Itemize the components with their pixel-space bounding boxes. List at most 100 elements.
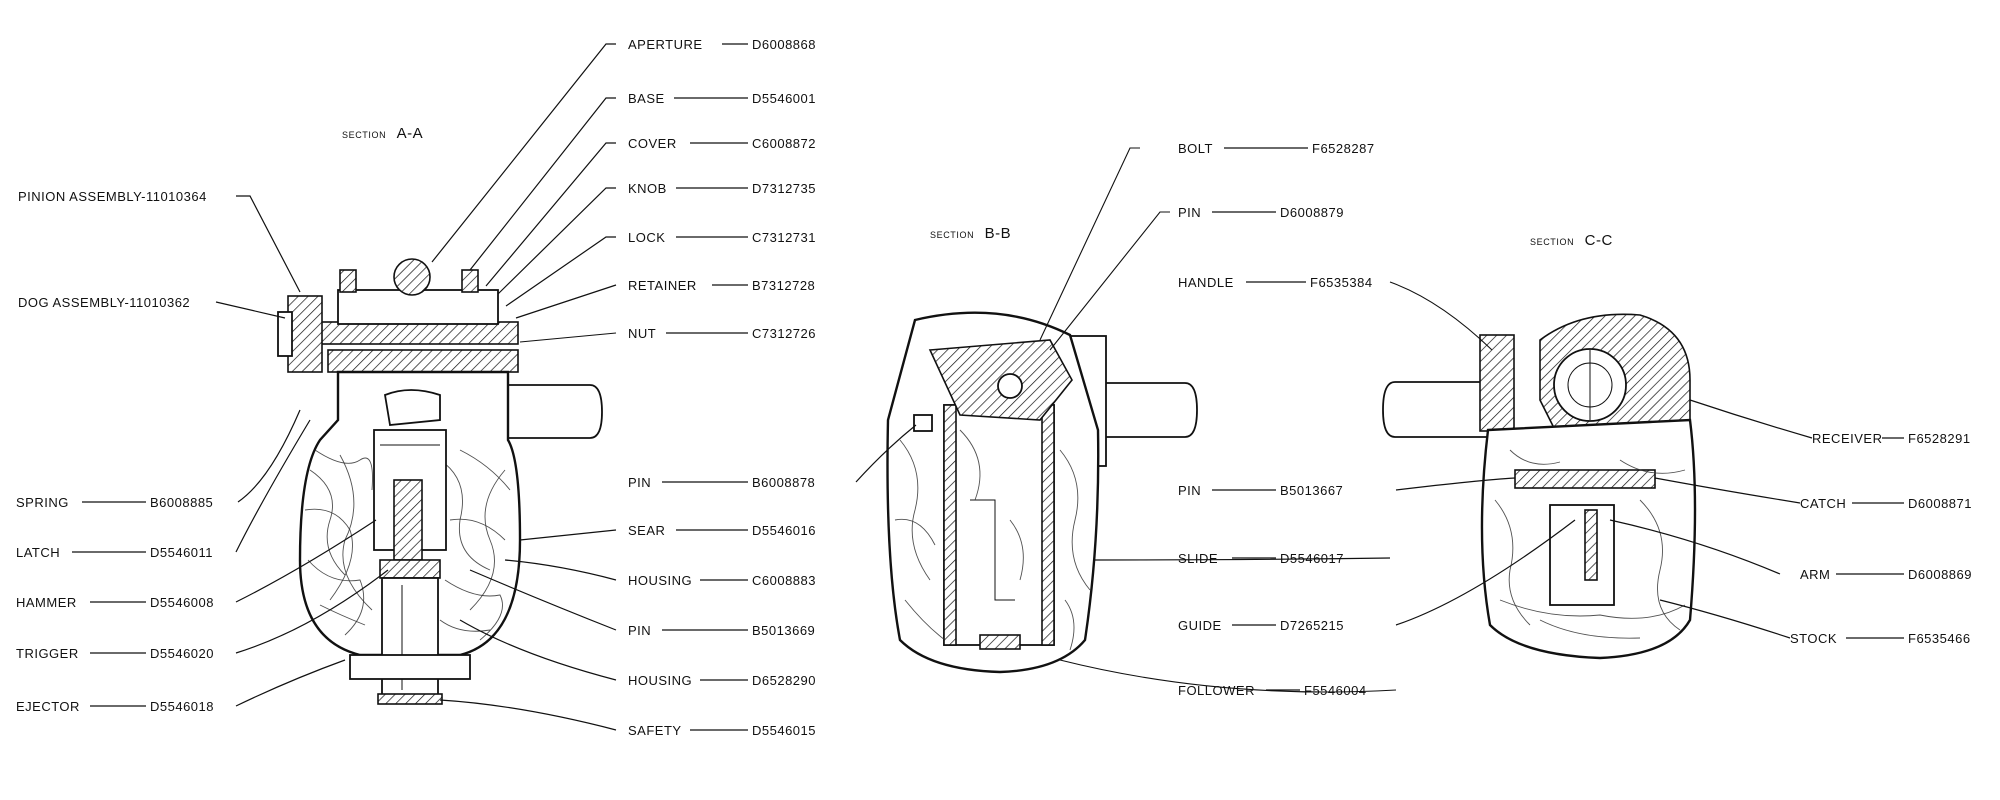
svg-text:D6528290: D6528290 — [752, 673, 816, 688]
section-a-wood-grain-left — [304, 449, 373, 636]
callout-spring: SPRING B6008885 — [16, 495, 213, 510]
callout-housing-d6528290: HOUSING D6528290 — [628, 673, 816, 688]
callout-handle: HANDLE F6535384 — [1178, 275, 1373, 290]
svg-text:C7312726: C7312726 — [752, 326, 816, 341]
svg-text:RETAINER: RETAINER — [628, 278, 697, 293]
svg-text:D5546011: D5546011 — [150, 545, 213, 560]
svg-text:B7312728: B7312728 — [752, 278, 815, 293]
callout-safety: SAFETY D5546015 — [628, 723, 816, 738]
callout-cover: COVER C6008872 — [628, 136, 816, 151]
svg-text:C6008872: C6008872 — [752, 136, 816, 151]
callout-pin-b6008878: PIN B6008878 — [628, 475, 815, 490]
section-a-ejector-tube — [381, 577, 439, 699]
svg-text:D5546015: D5546015 — [752, 723, 816, 738]
callout-ejector: EJECTOR D5546018 — [16, 699, 214, 714]
callout-latch: LATCH D5546011 — [16, 545, 213, 560]
svg-text:APERTURE: APERTURE — [628, 37, 703, 52]
svg-text:LATCH: LATCH — [16, 545, 60, 560]
callout-follower: FOLLOWER F5546004 — [1178, 683, 1367, 698]
svg-text:D7312735: D7312735 — [752, 181, 816, 196]
svg-text:PINION ASSEMBLY-11010364: PINION ASSEMBLY-11010364 — [18, 189, 207, 204]
section-a-aperture-disc — [393, 258, 431, 296]
section-c-catch — [1514, 469, 1656, 489]
callout-sear: SEAR D5546016 — [628, 523, 816, 538]
svg-text:PIN: PIN — [1178, 205, 1201, 220]
callout-hammer: HAMMER D5546008 — [16, 595, 214, 610]
svg-text:D6008868: D6008868 — [752, 37, 816, 52]
svg-text:HANDLE: HANDLE — [1178, 275, 1234, 290]
svg-text:PIN: PIN — [1178, 483, 1201, 498]
svg-text:HOUSING: HOUSING — [628, 573, 692, 588]
svg-text:D5546016: D5546016 — [752, 523, 816, 538]
callout-pin-b5013669: PIN B5013669 — [628, 623, 815, 638]
svg-text:SPRING: SPRING — [16, 495, 69, 510]
svg-text:C6008883: C6008883 — [752, 573, 816, 588]
section-b-bolt-pin — [997, 373, 1023, 399]
section-a-wood-grain-right — [439, 449, 511, 641]
svg-text:B5013667: B5013667 — [1280, 483, 1343, 498]
svg-text:DOG ASSEMBLY-11010362: DOG ASSEMBLY-11010362 — [18, 295, 190, 310]
callout-pin-b5013667: PIN B5013667 — [1178, 483, 1343, 498]
svg-text:EJECTOR: EJECTOR — [16, 699, 80, 714]
section-a-base-plate — [327, 349, 519, 373]
leader-lines — [215, 43, 1813, 731]
svg-text:B5013669: B5013669 — [752, 623, 815, 638]
svg-text:FOLLOWER: FOLLOWER — [1178, 683, 1255, 698]
svg-text:SEAR: SEAR — [628, 523, 665, 538]
callout-pinion-assembly: PINION ASSEMBLY-11010364 — [18, 189, 207, 204]
section-c-handle-block — [1479, 334, 1515, 432]
svg-text:D6008869: D6008869 — [1908, 567, 1972, 582]
callout-pin-d6008879: PIN D6008879 — [1178, 205, 1344, 220]
svg-text:B6008885: B6008885 — [150, 495, 213, 510]
svg-text:RECEIVER: RECEIVER — [1812, 431, 1882, 446]
svg-text:PIN: PIN — [628, 623, 651, 638]
section-a-dog-block — [277, 311, 293, 357]
svg-text:CATCH: CATCH — [1800, 496, 1846, 511]
callout-slide: SLIDE D5546017 — [1178, 551, 1344, 566]
svg-text:B6008878: B6008878 — [752, 475, 815, 490]
callout-receiver: RECEIVER F6528291 — [1812, 431, 1970, 446]
section-b-follower — [979, 634, 1021, 650]
section-a-pinion-block — [287, 295, 323, 373]
svg-text:D5546001: D5546001 — [752, 91, 816, 106]
callout-lock: LOCK C7312731 — [628, 230, 816, 245]
section-b-slide-profile — [970, 499, 1015, 601]
section-c-wood-grain — [1494, 449, 1686, 639]
section-a-trigger-plate — [379, 559, 441, 579]
svg-text:TRIGGER: TRIGGER — [16, 646, 79, 661]
section-a-hammer — [393, 479, 423, 561]
section-b-magazine-wall-right — [1041, 404, 1055, 646]
callout-trigger: TRIGGER D5546020 — [16, 646, 214, 661]
section-a-ejector-cap — [377, 693, 443, 705]
section-b-view: SECTION B-B — [886, 225, 1198, 674]
callout-catch: CATCH D6008871 — [1800, 496, 1972, 511]
callout-guide: GUIDE D7265215 — [1178, 618, 1344, 633]
callout-stock: STOCK F6535466 — [1790, 631, 1970, 646]
section-a-cover-lug-left — [339, 269, 357, 293]
section-c-arm — [1584, 509, 1598, 581]
svg-text:LOCK: LOCK — [628, 230, 665, 245]
section-b-wood-grain — [894, 429, 1091, 651]
callout-aperture: APERTURE D6008868 — [628, 37, 816, 52]
section-b-magazine — [943, 404, 1055, 646]
svg-text:F6535384: F6535384 — [1310, 275, 1373, 290]
svg-text:D6008879: D6008879 — [1280, 205, 1344, 220]
svg-text:KNOB: KNOB — [628, 181, 667, 196]
section-a-barrel — [504, 384, 603, 439]
section-c-view: SECTION C-C — [1382, 232, 1697, 660]
callout-arm: ARM D6008869 — [1800, 567, 1972, 582]
section-a-cover-lug-right — [461, 269, 479, 293]
svg-text:D7265215: D7265215 — [1280, 618, 1344, 633]
section-a-cover-block — [337, 289, 499, 325]
svg-text:BASE: BASE — [628, 91, 665, 106]
callout-retainer: RETAINER B7312728 — [628, 278, 815, 293]
svg-text:HAMMER: HAMMER — [16, 595, 77, 610]
callout-knob: KNOB D7312735 — [628, 181, 816, 196]
callout-base: BASE D5546001 — [628, 91, 816, 106]
section-c-barrel — [1382, 381, 1496, 438]
svg-text:BOLT: BOLT — [1178, 141, 1213, 156]
section-c-callouts: RECEIVER F6528291 CATCH D6008871 ARM D60… — [1790, 431, 1972, 646]
svg-text:F5546004: F5546004 — [1304, 683, 1367, 698]
section-c-arm-housing — [1549, 504, 1615, 606]
